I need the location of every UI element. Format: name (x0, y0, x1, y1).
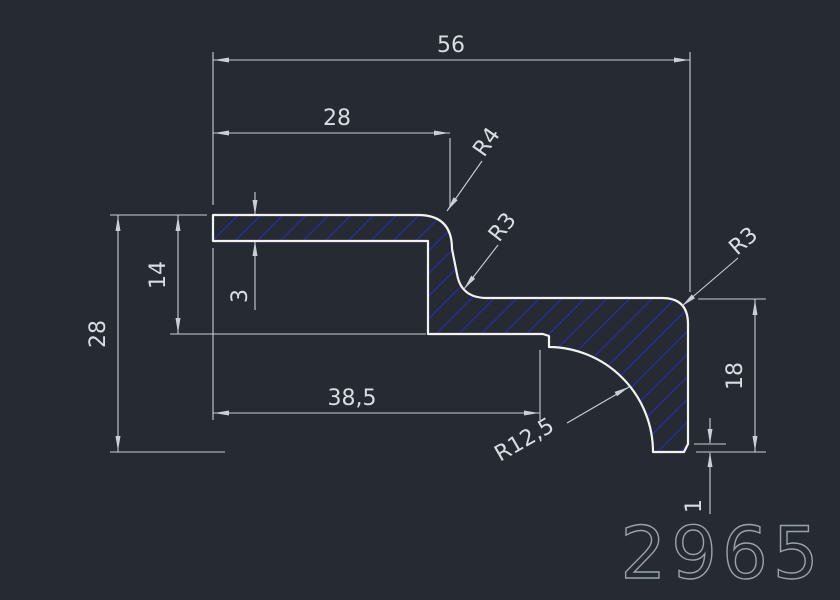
arrowhead (214, 410, 229, 416)
arrowhead (447, 197, 458, 211)
dimension-value: 1 (682, 499, 707, 513)
dimension-total-width: 56 (212, 33, 691, 292)
arrowhead (115, 216, 121, 231)
arrowhead (115, 436, 121, 451)
arrowhead (214, 57, 229, 63)
arrowhead (674, 57, 689, 63)
arrowhead (175, 216, 181, 231)
arrowhead (707, 452, 713, 467)
dimension-value: 38,5 (328, 386, 377, 411)
dimension-value: 28 (86, 320, 111, 348)
arrowhead (175, 318, 181, 333)
arrowhead (752, 300, 758, 315)
arrowhead (434, 130, 449, 136)
arrowhead (707, 429, 713, 444)
dimension-value: 18 (723, 362, 748, 390)
dimension-right-height: 18 (696, 298, 766, 453)
part-number: 2965 (620, 511, 823, 595)
arrowhead (252, 241, 258, 256)
dimension-value: 14 (146, 261, 171, 289)
arrowhead (252, 200, 258, 215)
dimension-value: 28 (323, 106, 351, 131)
dimension-top-width: 28 (213, 106, 451, 207)
dimension-bottom-land: 1 (682, 418, 726, 514)
dimension-plate-thickness: 3 (228, 192, 258, 310)
dimension-left-height: 28 (86, 214, 225, 453)
dimension-value: 3 (228, 289, 253, 303)
dimension-value: 56 (437, 33, 465, 58)
arrowhead (682, 294, 695, 306)
arrowhead (214, 130, 229, 136)
dimension-bottom-width: 38,5 (212, 248, 541, 420)
arrowhead (524, 410, 539, 416)
profile-cross-section (211, 213, 690, 454)
arrowhead (464, 275, 476, 289)
arrowhead (614, 387, 629, 397)
arrowhead (752, 436, 758, 451)
